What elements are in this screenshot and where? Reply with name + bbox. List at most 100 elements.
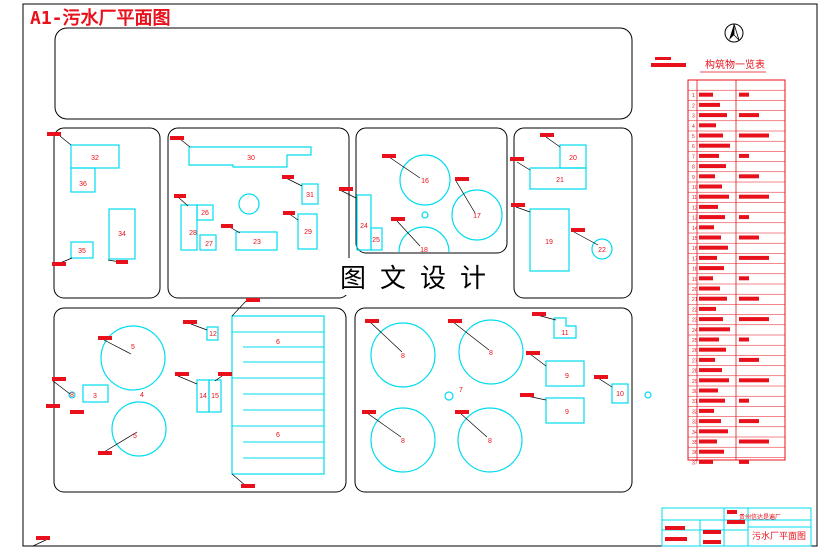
building-label-26: 26 — [201, 210, 209, 217]
structure-list-row-number: 27 — [692, 358, 698, 364]
zone-blocks — [53, 27, 633, 493]
structure-list-row-size — [739, 92, 749, 97]
structure-list-row-name — [699, 194, 729, 199]
building-27 — [199, 234, 217, 251]
structure-list-row-name — [699, 439, 717, 444]
structure-list-row-number: 34 — [692, 430, 698, 436]
building-label-31: 31 — [306, 192, 314, 199]
building-3 — [82, 384, 109, 403]
zone-a — [53, 127, 161, 299]
building-label-10: 10 — [616, 391, 624, 398]
structure-list-row-name — [699, 306, 716, 311]
structure-list-row-size — [739, 398, 749, 403]
building-label-29: 29 — [304, 229, 312, 236]
building-23 — [235, 231, 278, 251]
building-5-top — [100, 325, 166, 391]
building-label-15: 15 — [211, 393, 219, 400]
building-29 — [297, 213, 318, 250]
structure-list-row-name — [699, 459, 713, 464]
structure-list-row-name — [699, 92, 713, 97]
structure-list-row-name — [699, 419, 721, 424]
watermark: 图文设计 — [338, 258, 503, 295]
structure-list-row-name — [699, 225, 714, 230]
building-8-a — [370, 322, 436, 388]
structure-list-row-number: 18 — [692, 267, 698, 273]
building-label-6: 6 — [276, 432, 280, 439]
north-arrow-icon — [724, 23, 744, 43]
building-label-16: 16 — [421, 178, 429, 185]
structure-list-row-name — [699, 276, 713, 281]
structure-list-row-number: 21 — [692, 297, 698, 303]
structure-list-row-number: 19 — [692, 277, 698, 283]
structure-list-table: 1234567891011121314151617181920212223242… — [687, 71, 786, 466]
building-label-14: 14 — [199, 393, 207, 400]
building-label-8: 8 — [401, 353, 405, 360]
structure-list-row-name — [699, 215, 725, 220]
building-35 — [70, 241, 94, 259]
structure-list-row-size — [739, 235, 759, 240]
building-25 — [370, 227, 383, 251]
structure-list-title: 构筑物一览表 — [705, 60, 765, 71]
building-28 — [180, 204, 198, 251]
structure-list-row-number: 6 — [692, 144, 695, 150]
structure-list-row-name — [699, 347, 726, 352]
building-label-8: 8 — [70, 392, 74, 399]
building-label-4: 4 — [140, 392, 144, 399]
structure-list-row-name — [699, 184, 722, 189]
building-label-7: 7 — [459, 387, 463, 394]
structure-list-row-name — [699, 449, 724, 454]
leader-lines — [32, 135, 613, 547]
building-label-9: 9 — [565, 373, 569, 380]
structure-list-row-name — [699, 337, 719, 342]
building-17 — [451, 189, 503, 241]
title-block-unit: 贵州信达是遍厂 — [739, 514, 782, 521]
structure-list-row-name — [699, 398, 725, 403]
structure-list-row-number: 33 — [692, 420, 698, 426]
building-label-9: 9 — [565, 409, 569, 416]
building-10 — [611, 383, 629, 404]
building-8-b — [458, 319, 524, 385]
building-label-32: 32 — [91, 155, 99, 162]
tank-cells — [232, 331, 324, 459]
structure-list-row-number: 23 — [692, 318, 698, 324]
structure-list-row-size — [739, 133, 769, 138]
structure-list-row-name — [699, 204, 718, 209]
structure-list-row-name — [699, 408, 714, 413]
building-8-d — [457, 407, 523, 473]
building-label-20: 20 — [569, 155, 577, 162]
structure-list-row-number: 3 — [692, 114, 695, 120]
zone-c — [355, 127, 508, 254]
building-11 — [553, 317, 577, 339]
structure-list-row-number: 16 — [692, 246, 698, 252]
structure-list-row-name — [699, 174, 715, 179]
structure-list-row-size — [739, 459, 749, 464]
building-label-28: 28 — [189, 230, 197, 237]
building-16 — [399, 154, 451, 206]
structure-list-row-size — [739, 337, 749, 342]
structure-list-row-number: 20 — [692, 287, 698, 293]
page-title: A1-污水厂平面图 — [30, 8, 171, 29]
zone-e — [53, 307, 347, 493]
structure-list-row-size — [739, 194, 769, 199]
structure-list-row-number: 37 — [692, 460, 698, 466]
building-9-a — [545, 360, 585, 387]
building-label-8: 8 — [489, 350, 493, 357]
structure-list-row-name — [699, 235, 721, 240]
building-circle — [238, 193, 260, 215]
structure-list-row-name — [699, 245, 728, 250]
structure-list-row-size — [739, 357, 759, 362]
structure-list-row-size — [739, 378, 769, 383]
building-label-18: 18 — [420, 247, 428, 254]
annotation-blobs — [36, 57, 686, 540]
building-label-36: 36 — [79, 181, 87, 188]
structure-list-row-number: 28 — [692, 369, 698, 375]
structure-list-row-name — [699, 429, 728, 434]
building-label-6: 6 — [276, 339, 280, 346]
zone-b — [167, 127, 350, 299]
structure-list-row-name — [699, 368, 722, 373]
structure-list-row-name — [699, 143, 730, 148]
structure-list-row-number: 7 — [692, 154, 695, 160]
structure-list-row-number: 36 — [692, 450, 698, 456]
